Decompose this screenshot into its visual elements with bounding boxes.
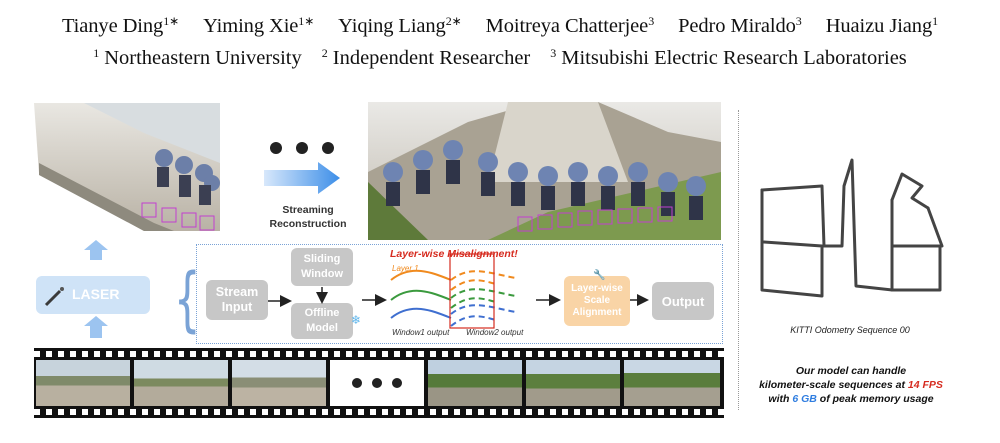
misalignment-title: Layer-wise Misalignment!	[390, 248, 518, 260]
affiliation-number: 2	[321, 46, 328, 60]
author-affiliation-mark: 2∗	[445, 14, 462, 28]
pipeline-arrows-graphic: ❄	[268, 253, 649, 329]
affiliation: 3 Mitsubishi Electric Research Laboratori…	[550, 46, 907, 69]
reconstruction-image-large	[368, 102, 721, 240]
author-name-text: Yiqing Liang	[338, 15, 446, 37]
affiliation: 1 Northeastern University	[93, 46, 302, 69]
output-label: Output	[661, 293, 705, 309]
claim-line-3-post: of peak memory usage	[816, 393, 934, 405]
author-name-text: Tianye Ding	[61, 15, 164, 37]
author-name: Moitreya Chatterjee3	[485, 14, 655, 37]
affiliation-list: 1 Northeastern University 2 Independent Res…	[0, 46, 1000, 70]
wand-icon	[44, 287, 64, 307]
layer1-label: Layer 1	[392, 264, 419, 273]
author-list: Tianye Ding1∗Yiming Xie1∗Yiqing Liang2∗M…	[0, 14, 1000, 38]
stream-input-box: Stream Input	[206, 280, 268, 320]
kitti-trajectory-graphic	[760, 158, 944, 298]
author-affiliation-mark: 3	[795, 14, 802, 28]
film-frame	[134, 360, 228, 406]
dots-icon	[352, 378, 362, 388]
author-name: Yiming Xie1∗	[203, 14, 315, 37]
claim-line-3: with 6 GB of peak memory usage	[742, 392, 960, 406]
scale-alignment-label-1: Layer-wise	[571, 283, 623, 294]
author-name-text: Pedro Miraldo	[678, 15, 796, 37]
claim-line-2-text: kilometer-scale sequences at	[759, 379, 908, 391]
sliding-window-label-1: Sliding	[303, 253, 341, 265]
point-cloud-small-graphic	[34, 103, 220, 231]
scale-alignment-label-3: Alignment	[572, 307, 622, 318]
author-name-text: Huaizu Jiang	[825, 15, 933, 37]
film-strip	[34, 348, 724, 418]
streaming-label-2: Reconstruction	[269, 218, 347, 230]
sliding-window-box: Sliding Window	[291, 248, 353, 286]
scale-alignment-box: Layer-wise Scale Alignment	[564, 276, 630, 326]
author-name: Tianye Ding1∗	[61, 14, 180, 37]
affiliation-number: 1	[93, 46, 100, 60]
dot-icon	[270, 142, 282, 154]
author-name: Yiqing Liang2∗	[338, 14, 462, 37]
film-frame	[624, 360, 720, 406]
up-arrow-icon	[84, 240, 108, 260]
dot-icon	[322, 142, 334, 154]
claim-memory: 6 GB	[792, 393, 817, 405]
author-name: Huaizu Jiang1	[825, 14, 939, 37]
author-name-text: Moitreya Chatterjee	[485, 15, 649, 37]
affiliation-name: Northeastern University	[104, 47, 302, 69]
claim-fps: 14 FPS	[907, 379, 943, 391]
film-frame	[232, 360, 326, 406]
offline-model-label-2: Model	[306, 322, 338, 334]
sliding-window-label-2: Window	[300, 268, 344, 280]
author-affiliation-mark: 1∗	[163, 14, 180, 28]
author-affiliation-mark: 1∗	[298, 14, 315, 28]
film-frame	[428, 360, 522, 406]
affiliation-number: 3	[550, 46, 557, 60]
claim-line-2: kilometer-scale sequences at 14 FPS	[742, 378, 960, 392]
stream-input-label-2: Input	[221, 300, 253, 314]
affiliation-name: Independent Researcher	[332, 47, 531, 69]
output-box: Output	[652, 282, 714, 320]
window1-label: Window1 output	[392, 328, 450, 337]
laser-label: LASER	[72, 286, 120, 302]
film-frame	[526, 360, 620, 406]
claim-text: Our model can handle kilometer-scale seq…	[742, 364, 960, 406]
wrench-icon: 🔧	[593, 270, 606, 281]
stream-input-label-1: Stream	[215, 285, 259, 299]
author-affiliation-mark: 1	[932, 14, 939, 28]
streaming-label-1: Streaming	[282, 204, 334, 216]
film-sprocket-top	[34, 351, 724, 357]
right-arrow-icon	[264, 162, 340, 194]
reconstruction-image-small	[24, 103, 220, 233]
claim-line-1: Our model can handle	[795, 365, 907, 377]
author-name: Pedro Miraldo3	[678, 14, 802, 37]
up-arrow-icon	[84, 316, 108, 338]
kitti-label: KITTI Odometry Sequence 00	[790, 325, 910, 335]
point-cloud-large-graphic	[368, 102, 721, 240]
snowflake-icon: ❄	[351, 313, 361, 327]
offline-model-box: Offline Model	[291, 303, 353, 339]
film-frame-ellipsis	[330, 360, 424, 406]
film-sprocket-bottom	[34, 409, 724, 415]
dot-icon	[296, 142, 308, 154]
pipeline-panel	[196, 244, 723, 344]
offline-model-label-1: Offline	[304, 307, 340, 319]
affiliation: 2 Independent Researcher	[321, 46, 531, 69]
streaming-arrow-graphic	[264, 142, 340, 194]
claim-line-3-pre: with	[768, 393, 793, 405]
film-frame	[36, 360, 130, 406]
scale-alignment-label-2: Scale	[583, 295, 611, 306]
window2-label: Window2 output	[466, 328, 524, 337]
author-name-text: Yiming Xie	[203, 15, 299, 37]
laser-block-graphic	[36, 240, 150, 338]
laser-box	[36, 276, 150, 314]
author-affiliation-mark: 3	[648, 14, 655, 28]
affiliation-name: Mitsubishi Electric Research Laboratorie…	[561, 47, 907, 69]
panel-divider	[738, 110, 739, 410]
